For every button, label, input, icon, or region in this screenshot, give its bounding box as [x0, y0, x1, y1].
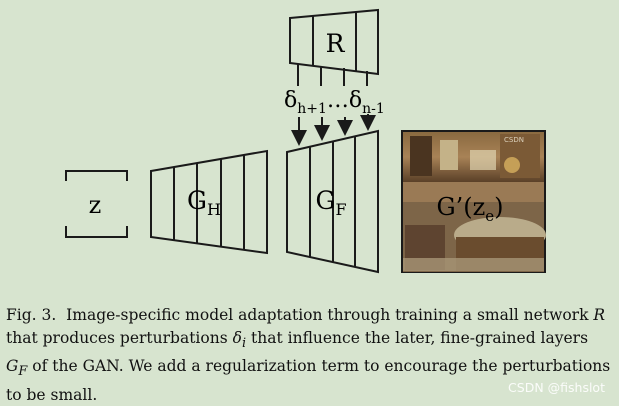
caption-r-symbol: R — [593, 306, 606, 324]
output-label: G’(ze) — [436, 193, 503, 225]
delta-right-main: δ — [349, 88, 362, 113]
caption-delta-sub: i — [241, 335, 247, 351]
generator-gh-block: GH — [150, 149, 268, 255]
delta-left-main: δ — [284, 88, 297, 113]
network-diagram: z GH GF R δh+1…δn-1 — [65, 8, 546, 274]
caption-delta-symbol: δi — [232, 328, 246, 351]
r-network-block: R — [289, 8, 379, 76]
gf-label-sub: F — [335, 200, 346, 219]
output-image: G’(ze) CSDN — [401, 130, 546, 273]
image-watermark: CSDN — [504, 136, 524, 144]
caption-delta-main: δ — [232, 328, 242, 347]
z-input-block: z — [65, 170, 128, 238]
caption-fig-number: Fig. 3. — [6, 306, 57, 324]
perturbation-connectors — [297, 64, 368, 86]
generator-gf-block: GF — [286, 129, 379, 274]
caption-gf-symbol: GF — [6, 357, 27, 379]
figure-caption: Fig. 3. Image-specific model adaptation … — [6, 304, 614, 406]
gh-label: GH — [187, 186, 221, 219]
gf-label: GF — [315, 186, 346, 219]
delta-right-sub: n-1 — [362, 101, 385, 117]
caption-text-2: that produces perturbations — [6, 328, 228, 347]
caption-text-4: of the GAN. We add a regularization term… — [6, 357, 611, 404]
csdn-watermark: CSDN @fishslot — [508, 380, 605, 395]
delta-left-sub: h+1 — [297, 101, 327, 117]
delta-dots: … — [327, 88, 349, 113]
delta-labels: δh+1…δn-1 — [284, 88, 385, 117]
r-label: R — [326, 29, 346, 58]
output-label-sub: e — [485, 207, 494, 225]
perturbation-arrows — [291, 114, 376, 146]
caption-text-1: Image-specific model adaptation through … — [66, 306, 589, 324]
output-label-main: G’(z — [436, 193, 485, 221]
caption-text-3: that influence the later, fine-grained l… — [251, 328, 589, 347]
gf-label-main: G — [315, 186, 335, 215]
caption-g-sub: F — [18, 364, 28, 380]
gh-label-main: G — [187, 186, 207, 215]
caption-g-main: G — [6, 357, 19, 376]
z-label: z — [89, 191, 102, 219]
gh-label-sub: H — [207, 200, 221, 219]
output-label-close: ) — [494, 193, 503, 221]
